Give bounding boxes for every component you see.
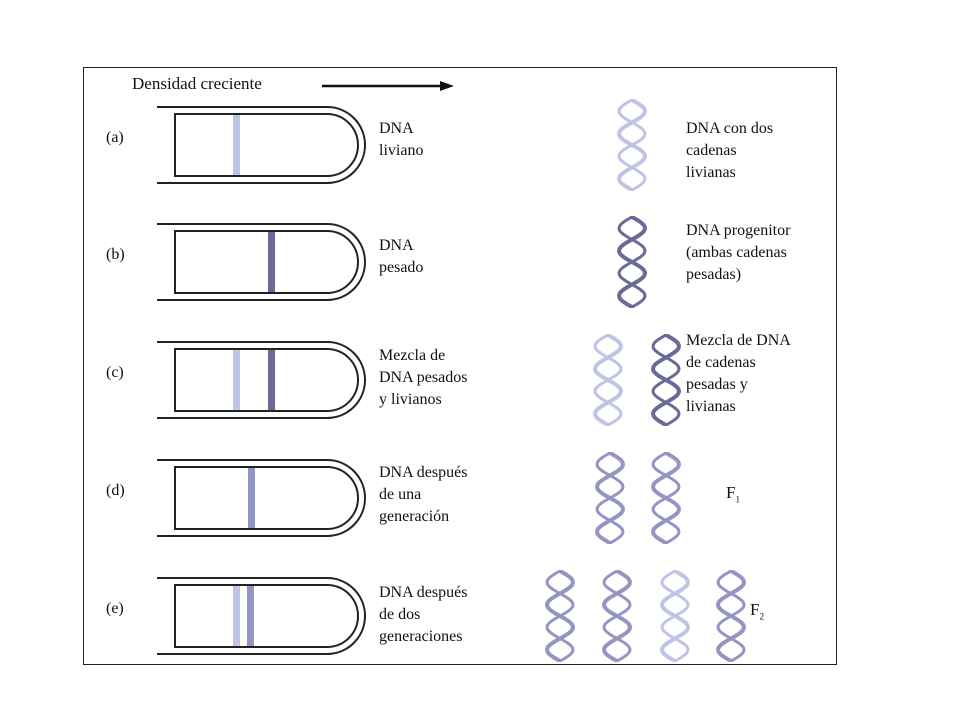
row-label: (a) — [106, 129, 124, 146]
tube-inner-wall — [174, 113, 359, 177]
light-dna-band — [233, 115, 240, 175]
generation-label: F1 — [726, 483, 740, 505]
hybrid-dna-helix — [594, 452, 626, 544]
hybrid-dna-helix — [650, 452, 682, 544]
hybrid-dna-helix — [601, 570, 633, 662]
helix-strand — [651, 452, 681, 544]
tube-inner-wall — [174, 466, 359, 530]
heavy-dna-helix — [616, 216, 648, 308]
helix-strand — [602, 570, 632, 662]
tube-description: DNA liviano — [379, 120, 424, 159]
helix-description: DNA progenitor (ambas cadenas pesadas) — [686, 222, 791, 283]
tube-inner-wall — [174, 348, 359, 412]
tube-description: DNA después de una generación — [379, 464, 468, 525]
tube-inner-wall — [174, 230, 359, 294]
row-label: (e) — [106, 600, 124, 617]
diagram-frame — [83, 67, 837, 665]
tube-outer-wall — [157, 577, 366, 655]
light-dna-band — [233, 586, 240, 646]
tube-description: Mezcla de DNA pesados y livianos — [379, 347, 468, 408]
density-label: Densidad creciente — [132, 74, 262, 93]
hybrid-dna-band — [248, 468, 255, 528]
tube-inner-wall — [174, 584, 359, 648]
tube-outer-wall — [157, 106, 366, 184]
density-arrow — [322, 81, 454, 91]
helix-strand — [660, 570, 690, 662]
helix-strand — [595, 452, 625, 544]
centrifuge-tube — [157, 223, 366, 301]
helix-strand — [593, 334, 623, 426]
tube-description: DNA pesado — [379, 237, 424, 276]
light-dna-band — [233, 350, 240, 410]
generation-subscript: 2 — [759, 611, 764, 622]
tube-description: DNA después de dos generaciones — [379, 584, 468, 645]
row-label: (c) — [106, 364, 124, 381]
light-dna-helix — [659, 570, 691, 662]
hybrid-dna-helix — [544, 570, 576, 662]
helix-strand — [617, 216, 647, 308]
row-label: (b) — [106, 246, 125, 263]
tube-outer-wall — [157, 223, 366, 301]
generation-label: F2 — [750, 600, 764, 622]
heavy-dna-helix — [650, 334, 682, 426]
generation-subscript: 1 — [735, 494, 740, 505]
heavy-dna-band — [268, 232, 275, 292]
helix-strand — [716, 570, 746, 662]
light-dna-helix — [592, 334, 624, 426]
heavy-dna-band — [268, 350, 275, 410]
centrifuge-tube — [157, 577, 366, 655]
helix-strand — [617, 99, 647, 191]
centrifuge-tube — [157, 459, 366, 537]
helix-strand — [651, 334, 681, 426]
helix-description: Mezcla de DNA de cadenas pesadas y livia… — [686, 332, 791, 415]
helix-strand — [545, 570, 575, 662]
centrifuge-tube — [157, 106, 366, 184]
hybrid-dna-helix — [715, 570, 747, 662]
centrifuge-tube — [157, 341, 366, 419]
helix-description: DNA con dos cadenas livianas — [686, 120, 774, 181]
row-label: (d) — [106, 482, 125, 499]
tube-outer-wall — [157, 459, 366, 537]
tube-outer-wall — [157, 341, 366, 419]
hybrid-dna-band — [247, 586, 254, 646]
light-dna-helix — [616, 99, 648, 191]
